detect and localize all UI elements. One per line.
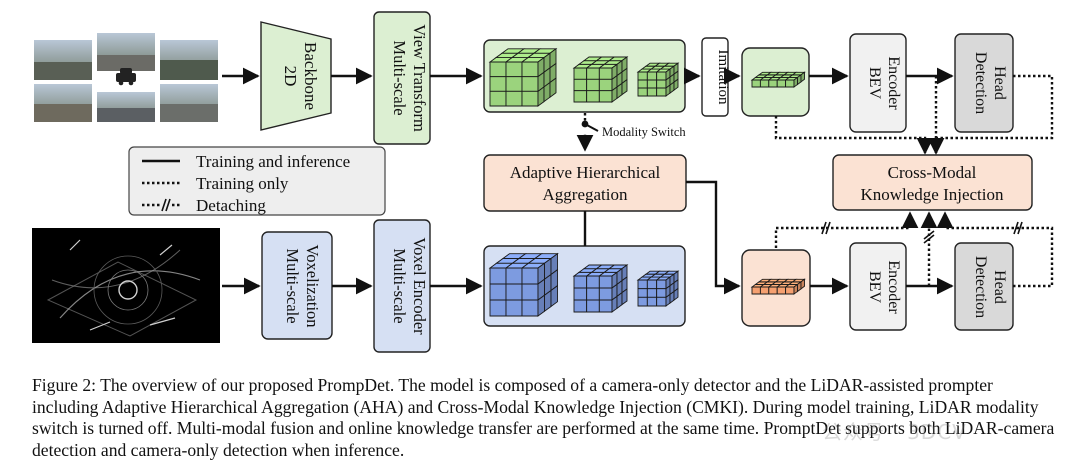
caption-text: Figure 2: The overview of our proposed P…: [32, 375, 1055, 460]
head-top-line2: Head: [991, 66, 1008, 100]
bev-bottom-line1: BEV: [866, 271, 883, 303]
detection-head-top-node: Detection Head: [954, 33, 1014, 133]
adaptive-hierarchical-aggregation-node: Adaptive Hierarchical Aggregation: [483, 154, 687, 212]
mvt-label-line2: View Transform: [410, 24, 429, 132]
backbone-label-line1: 2D: [281, 66, 300, 87]
head-bottom-line2: Head: [991, 270, 1008, 304]
detach-marks: [821, 221, 1023, 244]
multi-scale-voxelization-node: Multi-scale Voxelization: [261, 231, 333, 340]
venc-label-line1: Multi-scale: [390, 248, 409, 323]
vox-label-line2: Voxelization: [303, 244, 322, 327]
cross-modal-knowledge-injection-node: Cross-Modal Knowledge Injection: [832, 154, 1033, 211]
detection-head-bottom-node: Detection Head: [954, 242, 1014, 331]
figure-caption: Figure 2: The overview of our proposed P…: [32, 375, 1057, 461]
head-top-line1: Detection: [972, 52, 989, 114]
blue-feature-cubes: [488, 252, 680, 317]
mvt-label-line1: Multi-scale: [390, 40, 409, 115]
legend-detaching-label: Detaching: [196, 196, 266, 215]
imitation-label: Imitation: [715, 50, 731, 105]
multi-scale-voxel-encoder-node: Multi-scale Voxel Encoder: [373, 219, 431, 353]
aha-label-line2: Aggregation: [543, 185, 628, 204]
lidar-point-cloud-image: [32, 228, 220, 343]
head-bottom-line1: Detection: [972, 256, 989, 318]
2d-backbone-node: 2D Backbone: [260, 21, 332, 131]
green-bev-cube: [750, 71, 806, 88]
dotted-arrows: [774, 74, 1054, 288]
green-feature-cubes: [488, 47, 680, 107]
imitation-node: Imitation: [701, 37, 731, 117]
watermark: 公众号 · 3DCV: [822, 420, 967, 444]
modality-switch: Modality Switch: [576, 113, 686, 152]
legend: Training and inference Training only Det…: [128, 146, 386, 216]
orange-bev-cube: [750, 278, 806, 295]
backbone-label-line2: Backbone: [301, 42, 320, 110]
bev-top-line2: Encoder: [885, 56, 902, 110]
bev-encoder-bottom-node: BEV Encoder: [849, 242, 907, 331]
legend-solid-label: Training and inference: [196, 152, 350, 171]
car-icon: [116, 68, 136, 86]
legend-dotted-label: Training only: [196, 174, 289, 193]
modality-switch-label: Modality Switch: [602, 125, 686, 139]
architecture-diagram: 2D Backbone Multi-scale View Transform I…: [32, 11, 1054, 353]
vox-label-line1: Multi-scale: [283, 248, 302, 323]
bev-top-line1: BEV: [866, 67, 883, 99]
multi-scale-view-transform-node: Multi-scale View Transform: [373, 11, 431, 145]
bev-encoder-top-node: BEV Encoder: [849, 33, 907, 133]
bev-bottom-line2: Encoder: [885, 260, 902, 314]
camera-images: [34, 33, 218, 122]
cmki-label-line2: Knowledge Injection: [860, 185, 1004, 204]
solid-arrows: [222, 67, 954, 295]
venc-label-line2: Voxel Encoder: [410, 237, 429, 335]
aha-label-line1: Adaptive Hierarchical: [510, 163, 661, 182]
cmki-label-line1: Cross-Modal: [888, 163, 977, 182]
